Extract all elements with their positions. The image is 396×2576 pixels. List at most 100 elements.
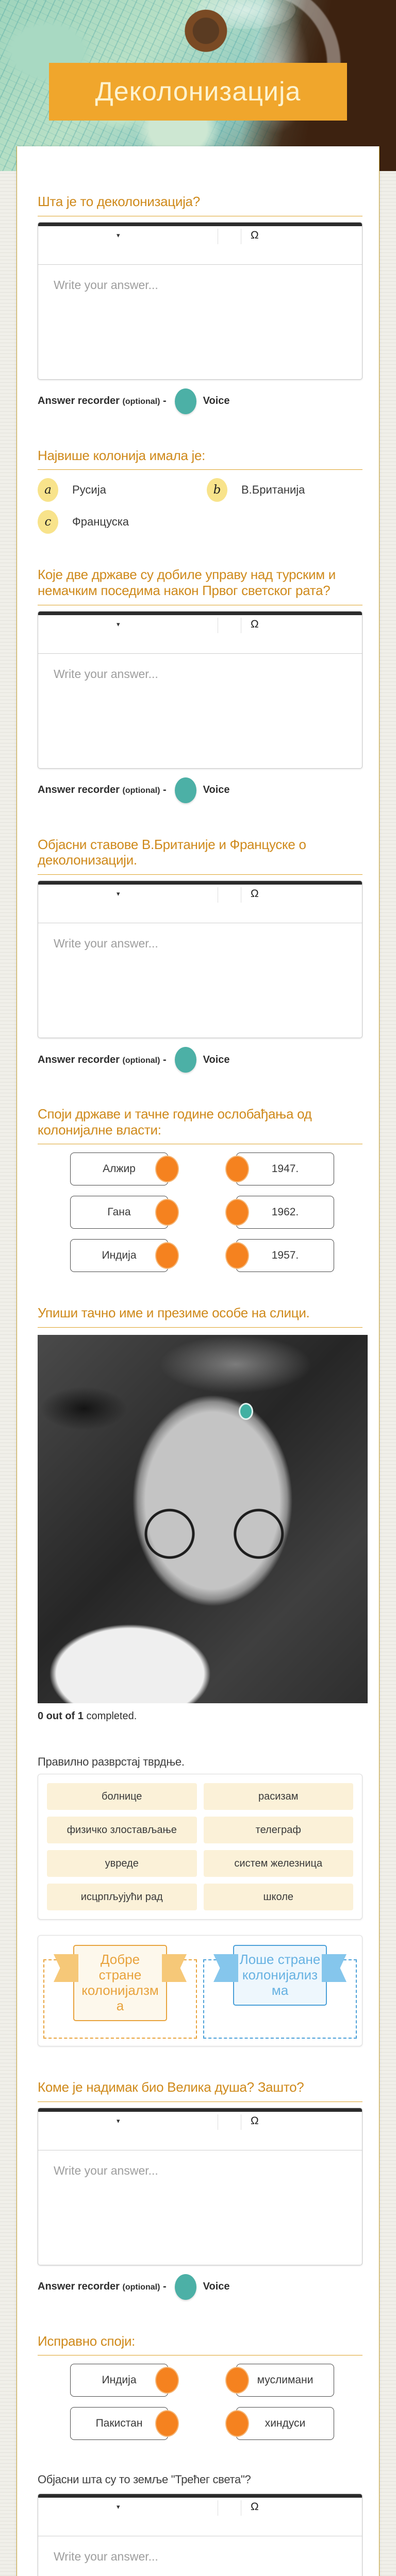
answer-textarea[interactable]: Write your answer... xyxy=(38,265,362,379)
special-character-icon[interactable]: Ω xyxy=(251,2501,259,2513)
sort-term-chip[interactable]: увреде xyxy=(47,1850,197,1877)
voice-record-button[interactable] xyxy=(174,777,196,803)
special-character-icon[interactable]: Ω xyxy=(251,2114,259,2127)
match-left-box: Пакистан xyxy=(70,2407,179,2441)
question-block-matching: Споји државе и тачне године ослобађања о… xyxy=(38,1106,362,1273)
editor-toolbar: ▾ Ω xyxy=(38,615,362,636)
match-row: Индија 1957. xyxy=(70,1239,362,1273)
question-title: Упиши тачно име и презиме особе на слици… xyxy=(38,1305,310,1321)
format-dropdown-icon[interactable]: ▾ xyxy=(117,231,120,239)
editor-toolbar: ▾ Ω xyxy=(38,226,362,247)
textarea-placeholder: Write your answer... xyxy=(54,2550,158,2564)
match-right-box: муслимани xyxy=(225,2364,334,2397)
voice-record-button[interactable] xyxy=(174,1047,196,1073)
textarea-placeholder: Write your answer... xyxy=(54,937,158,951)
editor-topbar xyxy=(38,611,362,615)
editor-topbar xyxy=(38,2108,362,2112)
question-block-image-label: Упиши тачно име и презиме особе на слици… xyxy=(38,1305,368,1722)
recorder-label: Answer recorder (optional) - xyxy=(38,784,167,796)
sort-zones: Добре стране колонијалзма Лоше стране ко… xyxy=(38,1935,362,2046)
option-letter-badge[interactable]: a xyxy=(38,478,58,502)
match-left-box: Гана xyxy=(70,1196,179,1229)
title-underline xyxy=(38,469,362,470)
special-character-icon[interactable]: Ω xyxy=(251,229,259,241)
question-block-open-text: Шта је то деколонизација? ▾ Ω Write your… xyxy=(38,194,362,415)
voice-label: Voice xyxy=(203,2281,230,2293)
rich-text-editor: ▾ Ω Write your answer... xyxy=(38,222,362,380)
sort-term-chip[interactable]: физичко злостављање xyxy=(47,1817,197,1843)
sort-term-chip[interactable]: болнице xyxy=(47,1783,197,1810)
format-dropdown-icon[interactable]: ▾ xyxy=(117,620,120,628)
match-connector-dot[interactable] xyxy=(225,2367,249,2394)
drop-zone-good[interactable]: Добре стране колонијалзма xyxy=(43,1945,197,2039)
question-title: Споји државе и тачне године ослобађања о… xyxy=(38,1106,312,1138)
rich-text-editor: ▾ Ω Write your answer... xyxy=(38,880,362,1039)
voice-record-button[interactable] xyxy=(174,388,196,414)
worksheet-card: Шта је то деколонизација? ▾ Ω Write your… xyxy=(16,146,380,2576)
recorder-label: Answer recorder (optional) - xyxy=(38,395,167,407)
special-character-icon[interactable]: Ω xyxy=(251,618,259,630)
choice-option[interactable]: b В.Британија xyxy=(207,478,362,502)
question-title: Исправно споји: xyxy=(38,2333,136,2349)
choice-option[interactable]: c Француска xyxy=(38,510,207,534)
sort-term-chip[interactable]: расизам xyxy=(203,1783,353,1810)
editor-topbar xyxy=(38,222,362,226)
match-right-box: 1957. xyxy=(225,1239,334,1273)
question-title: Шта је то деколонизација? xyxy=(38,194,200,209)
match-row: Пакистан хиндуси xyxy=(70,2407,362,2441)
match-connector-dot[interactable] xyxy=(155,2410,179,2437)
match-connector-dot[interactable] xyxy=(155,2367,179,2394)
rich-text-editor: ▾ Ω Write your answer... xyxy=(38,2494,362,2576)
answer-recorder: Answer recorder (optional) - Voice xyxy=(38,1046,362,1073)
format-dropdown-icon[interactable]: ▾ xyxy=(117,2116,120,2125)
answer-textarea[interactable]: Write your answer... xyxy=(38,2150,362,2265)
title-underline xyxy=(38,1327,362,1328)
question-title: Највише колонија имала је: xyxy=(38,447,206,463)
zone-ribbon-bad: Лоше стране колонијализма xyxy=(233,1945,327,2006)
match-connector-dot[interactable] xyxy=(155,1199,179,1226)
question-block-open-text: Које две државе су добиле управу над тур… xyxy=(38,567,362,803)
option-letter-badge[interactable]: b xyxy=(207,478,227,502)
match-connector-dot[interactable] xyxy=(155,1242,179,1269)
voice-label: Voice xyxy=(203,784,230,796)
match-connector-dot[interactable] xyxy=(225,1156,249,1183)
answer-textarea[interactable]: Write your answer... xyxy=(38,923,362,1038)
gandhi-photo xyxy=(38,1335,368,1704)
rich-text-editor: ▾ Ω Write your answer... xyxy=(38,2107,362,2265)
match-left-box: Алжир xyxy=(70,1153,179,1186)
special-character-icon[interactable]: Ω xyxy=(251,888,259,900)
answer-textarea[interactable]: Write your answer... xyxy=(38,654,362,768)
sort-term-chip[interactable]: школе xyxy=(203,1884,353,1910)
option-letter-badge[interactable]: c xyxy=(38,510,58,534)
answer-textarea[interactable]: Write your answer... xyxy=(38,2536,362,2576)
format-dropdown-icon[interactable]: ▾ xyxy=(117,890,120,898)
match-connector-dot[interactable] xyxy=(225,1199,249,1226)
answer-recorder: Answer recorder (optional) - Voice xyxy=(38,777,362,804)
sort-term-chip[interactable]: телеграф xyxy=(203,1817,353,1843)
choice-option[interactable]: a Русија xyxy=(38,478,207,502)
voice-label: Voice xyxy=(203,1054,230,1065)
editor-toolbar: ▾ Ω xyxy=(38,885,362,905)
match-connector-dot[interactable] xyxy=(225,2410,249,2437)
textarea-placeholder: Write your answer... xyxy=(54,2163,158,2177)
format-dropdown-icon[interactable]: ▾ xyxy=(117,2503,120,2511)
answer-recorder: Answer recorder (optional) - Voice xyxy=(38,388,362,415)
match-left-box: Индија xyxy=(70,2364,179,2397)
match-connector-dot[interactable] xyxy=(155,1156,179,1183)
question-title: Коме је надимак био Велика душа? Зашто? xyxy=(38,2079,304,2095)
match-connector-dot[interactable] xyxy=(225,1242,249,1269)
voice-record-button[interactable] xyxy=(174,2274,196,2300)
sort-term-chip[interactable]: исцрпљујући рад xyxy=(47,1884,197,1910)
question-block-matching: Исправно споји: Индија муслимани Пакиста… xyxy=(38,2333,362,2441)
sort-term-chip[interactable]: систем железница xyxy=(203,1850,353,1877)
editor-topbar xyxy=(38,2494,362,2498)
match-right-box: хиндуси xyxy=(225,2407,334,2441)
progress-status: 0 out of 1 completed. xyxy=(38,1710,137,1722)
image-hotspot[interactable] xyxy=(239,1403,254,1420)
match-row: Алжир 1947. xyxy=(70,1153,362,1186)
rich-text-editor: ▾ Ω Write your answer... xyxy=(38,611,362,769)
drop-zone-bad[interactable]: Лоше стране колонијализма xyxy=(203,1945,357,2039)
page-title: Деколонизација xyxy=(49,63,347,121)
match-row: Индија муслимани xyxy=(70,2364,362,2397)
zone-ribbon-good: Добре стране колонијалзма xyxy=(73,1945,167,2021)
